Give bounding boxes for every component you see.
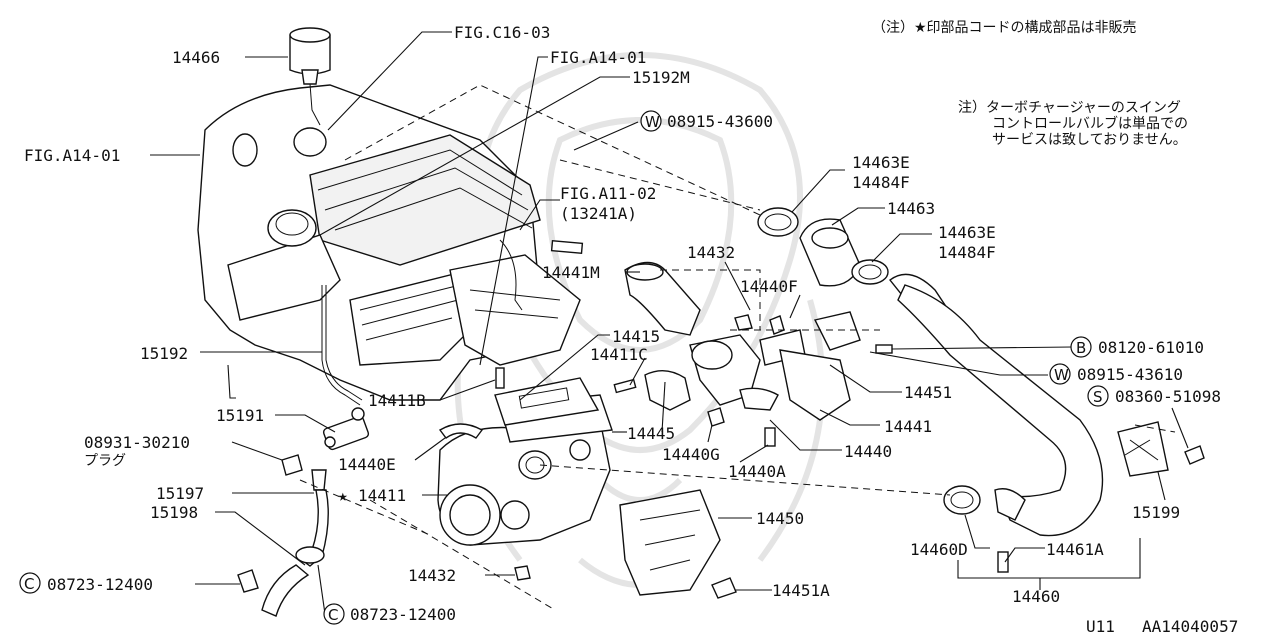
screw-symbol-letter: S <box>1093 388 1103 406</box>
studs-bolts <box>495 239 893 581</box>
washer-symbol-icon <box>640 110 662 132</box>
note-turbo-line1: 注）ターボチャージャーのスイング <box>958 100 1181 116</box>
label-14460d[interactable]: 14460D <box>910 540 968 559</box>
label-15198[interactable]: 15198 <box>150 503 198 522</box>
note-non-sale: （注）★印部品コードの構成部品は非販売 <box>872 20 1137 36</box>
label-14461a[interactable]: 14461A <box>1046 540 1104 559</box>
label-15197[interactable]: 15197 <box>156 484 204 503</box>
label-14440a[interactable]: 14440A <box>728 462 786 481</box>
clip-symbol-letter: C <box>24 575 34 593</box>
bolt-symbol-icon <box>1070 336 1092 358</box>
label-08915-43610[interactable]: 08915-43610 <box>1077 365 1183 384</box>
label-14440f[interactable]: 14440F <box>740 277 798 296</box>
label-14450[interactable]: 14450 <box>756 509 804 528</box>
oil-pipe-assembly <box>281 407 370 476</box>
label-fig-c16-03[interactable]: FIG.C16-03 <box>454 23 550 42</box>
label-14463e-a[interactable]: 14463E <box>852 153 910 172</box>
turbocharger <box>437 377 613 546</box>
label-14415[interactable]: 14415 <box>612 327 660 346</box>
reservoir-tank <box>289 27 331 126</box>
oil-return-hose <box>237 469 329 617</box>
label-08723-12400-a[interactable]: 08723-12400 <box>47 575 153 594</box>
heat-shield <box>619 489 737 599</box>
label-14463e-b[interactable]: 14463E <box>938 223 996 242</box>
label-14440e[interactable]: 14440E <box>338 455 396 474</box>
label-14451[interactable]: 14451 <box>904 383 952 402</box>
turbo-outlet-elbow <box>624 261 861 427</box>
label-fig-a14-01-top[interactable]: FIG.A14-01 <box>550 48 646 67</box>
label-13241a[interactable]: (13241A) <box>560 204 637 223</box>
label-14432-top[interactable]: 14432 <box>687 243 735 262</box>
label-14440[interactable]: 14440 <box>844 442 892 461</box>
label-14411b[interactable]: 14411B <box>368 391 426 410</box>
washer-symbol-letter-2: W <box>1054 366 1069 384</box>
label-14484f-a[interactable]: 14484F <box>852 173 910 192</box>
label-08120-61010[interactable]: 08120-61010 <box>1098 338 1204 357</box>
label-14411c[interactable]: 14411C <box>590 345 648 364</box>
note-turbo-line2: コントロールバルブは単品での <box>992 115 1188 132</box>
clip-symbol-letter-2: C <box>328 606 338 624</box>
leader-lines <box>150 31 1189 615</box>
label-14432-bottom[interactable]: 14432 <box>408 566 456 585</box>
label-fig-a14-01-left[interactable]: FIG.A14-01 <box>24 146 120 165</box>
bracket <box>1117 421 1205 477</box>
label-14445[interactable]: 14445 <box>627 424 675 443</box>
label-14411[interactable]: 14411 <box>358 486 406 505</box>
label-14466[interactable]: 14466 <box>172 48 220 67</box>
label-14440g[interactable]: 14440G <box>662 445 720 464</box>
label-star-marker: ★ <box>338 486 348 505</box>
diagram-code-ref: AA14040057 <box>1142 617 1238 636</box>
engine-block <box>197 84 581 406</box>
label-14484f-b[interactable]: 14484F <box>938 243 996 262</box>
screw-symbol-icon <box>1087 385 1109 407</box>
label-14460[interactable]: 14460 <box>1012 587 1060 606</box>
washer-symbol-icon-2 <box>1049 363 1071 385</box>
dashed-reference-lines <box>299 84 1176 611</box>
bolt-symbol-letter: B <box>1076 339 1086 357</box>
label-08723-12400-b[interactable]: 08723-12400 <box>350 605 456 624</box>
label-15191[interactable]: 15191 <box>216 406 264 425</box>
intake-pipe <box>897 284 1104 573</box>
label-08931-30210[interactable]: 08931-30210 <box>84 433 190 452</box>
label-15192[interactable]: 15192 <box>140 344 188 363</box>
clip-symbol-icon <box>19 572 41 594</box>
label-14441[interactable]: 14441 <box>884 417 932 436</box>
label-15192m[interactable]: 15192M <box>632 68 690 87</box>
label-14441m[interactable]: 14441M <box>542 263 600 282</box>
note-turbo-line3: サービスは致しておりません。 <box>992 132 1187 148</box>
label-08915-43600[interactable]: 08915-43600 <box>667 112 773 131</box>
label-14463[interactable]: 14463 <box>887 199 935 218</box>
diagram-code-u11: U11 <box>1086 617 1115 636</box>
clip-symbol-icon-2 <box>323 603 345 625</box>
label-08360-51098[interactable]: 08360-51098 <box>1115 387 1221 406</box>
label-14451a[interactable]: 14451A <box>772 581 830 600</box>
label-fig-a11-02[interactable]: FIG.A11-02 <box>560 184 656 203</box>
label-15199[interactable]: 15199 <box>1132 503 1180 522</box>
label-plug: プラグ <box>84 453 126 469</box>
washer-symbol-letter: W <box>645 113 660 131</box>
